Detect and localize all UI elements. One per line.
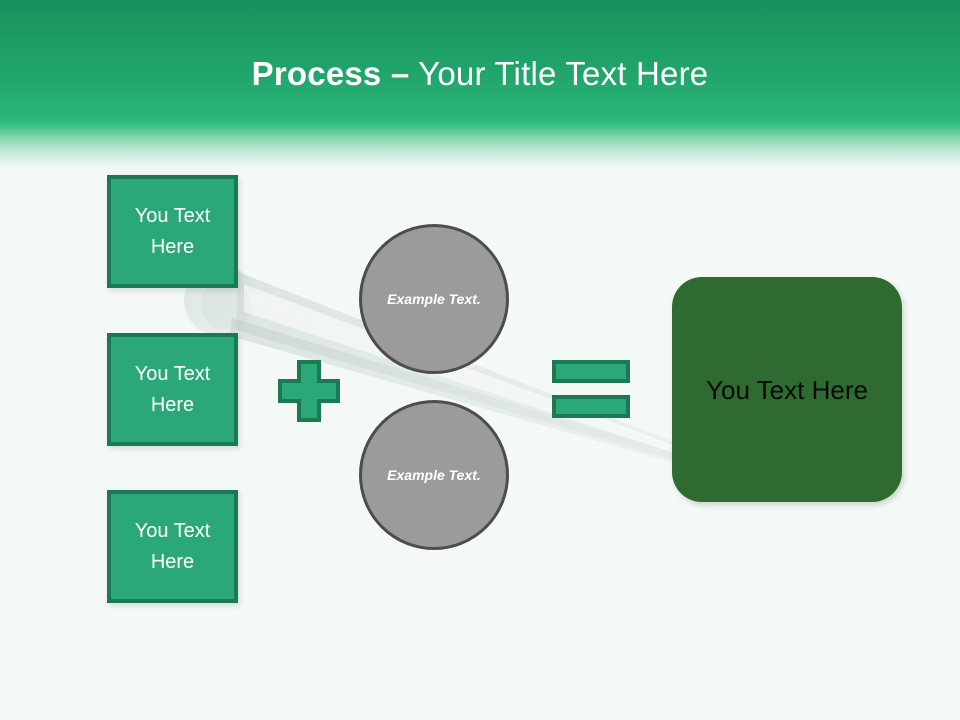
- equals-icon: [552, 360, 630, 418]
- header-gradient-band: [0, 0, 960, 180]
- page-title-bold: Process –: [251, 55, 410, 92]
- result-box[interactable]: You Text Here: [672, 277, 902, 502]
- page-title: Process – Your Title Text Here: [0, 52, 960, 96]
- page-title-light: Your Title Text Here: [409, 55, 709, 92]
- middle-circle-1-label: Example Text.: [387, 291, 481, 307]
- middle-circle-2-label: Example Text.: [387, 467, 481, 483]
- middle-circle-2[interactable]: Example Text.: [359, 400, 509, 550]
- source-box-2[interactable]: You Text Here: [107, 333, 238, 446]
- middle-circle-1[interactable]: Example Text.: [359, 224, 509, 374]
- source-box-1-label: You Text Here: [134, 204, 211, 258]
- equals-bar-top: [552, 360, 630, 383]
- result-box-label: You Text Here: [706, 374, 868, 405]
- source-box-3-label: You Text Here: [134, 519, 211, 573]
- equals-bar-bottom: [552, 395, 630, 418]
- plus-icon: [278, 360, 340, 422]
- source-box-2-label: You Text Here: [134, 362, 211, 416]
- source-box-3[interactable]: You Text Here: [107, 490, 238, 603]
- source-box-1[interactable]: You Text Here: [107, 175, 238, 288]
